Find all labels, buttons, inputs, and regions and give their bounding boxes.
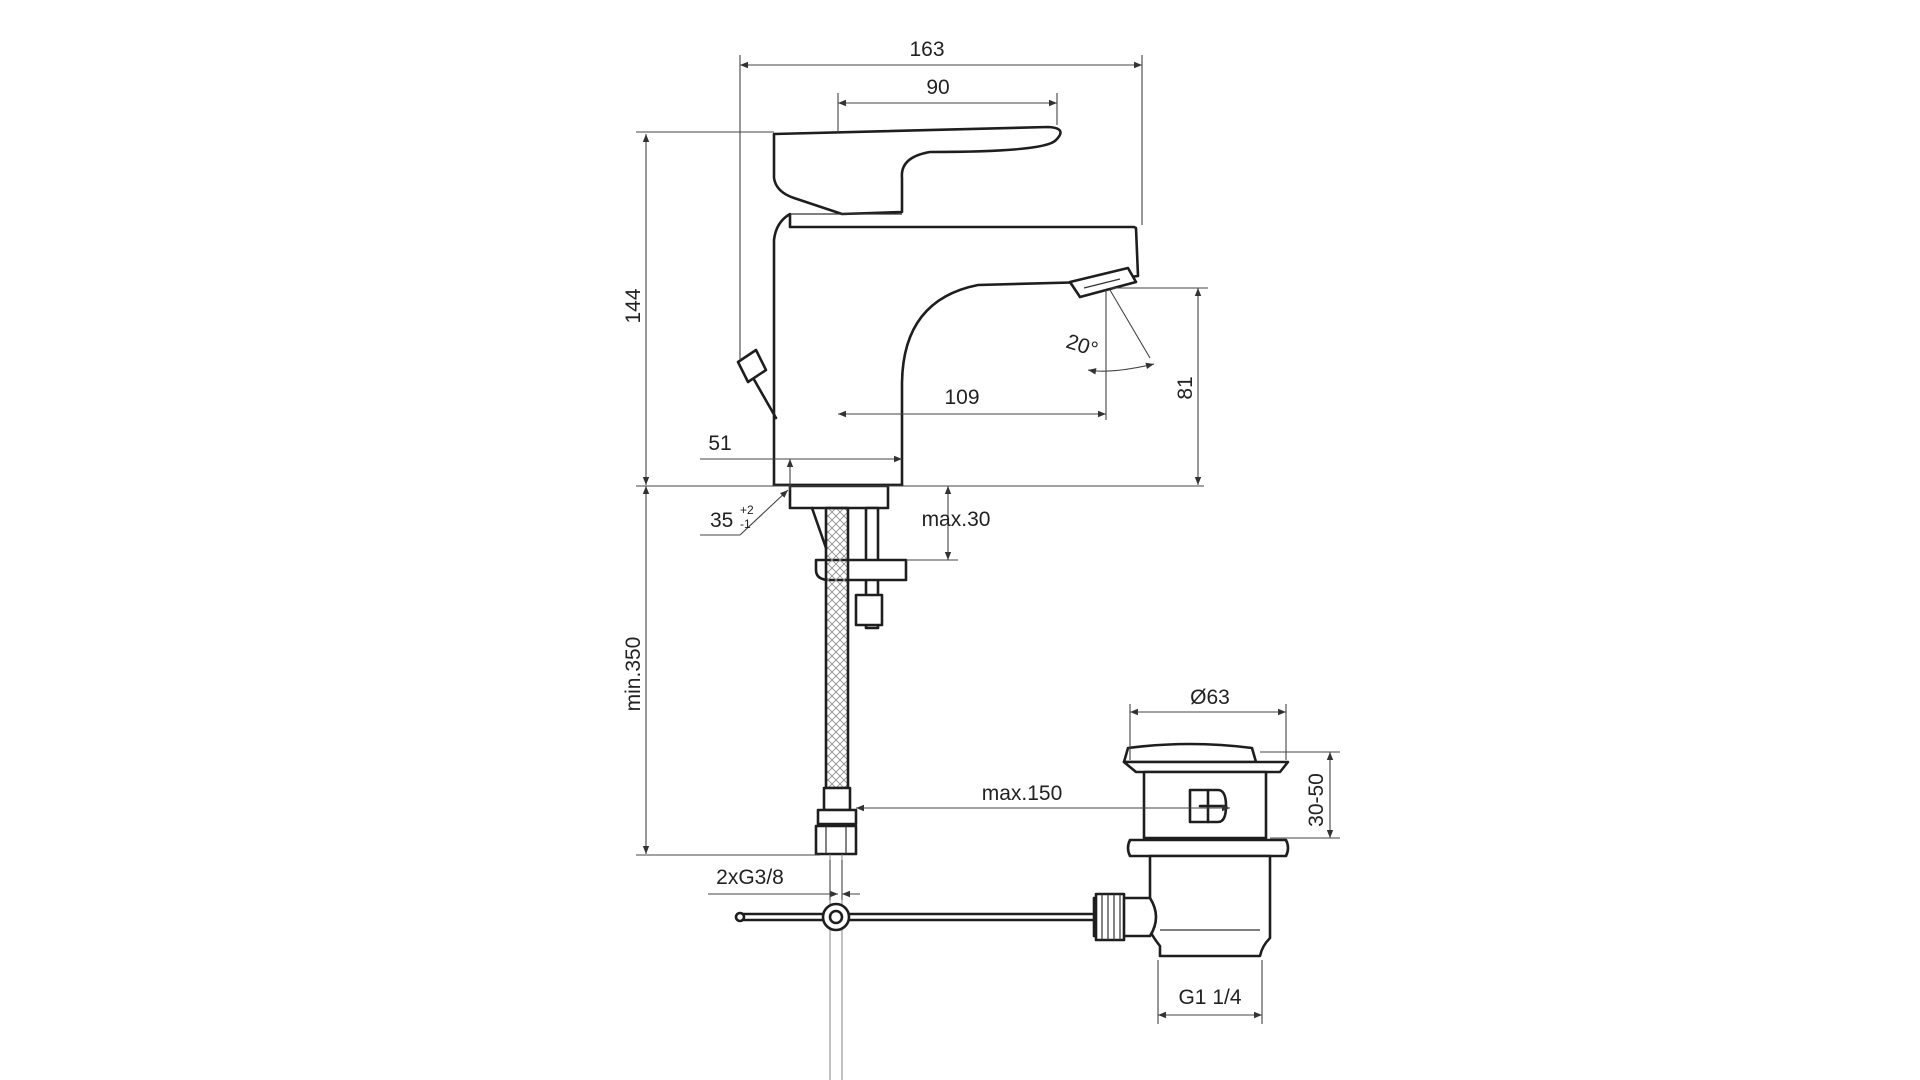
dim-deck-thickness: max.30 — [922, 508, 991, 531]
faucet-body — [736, 125, 1140, 487]
dim-overall-height: 144 — [622, 288, 645, 323]
dim-lever-length: 90 — [926, 76, 949, 99]
popup-knob — [736, 348, 768, 384]
waste-plug — [1122, 742, 1258, 764]
dim-spout-reach: 109 — [944, 386, 979, 409]
hose-connector — [816, 808, 858, 826]
dim-base-diameter: 51 — [708, 432, 731, 455]
base-flange — [788, 484, 890, 510]
waste-tail — [1148, 854, 1272, 958]
dim-hose-length: min.350 — [622, 637, 645, 712]
dim-hole-tol-plus: +2 — [740, 503, 754, 517]
faucet-spout — [772, 212, 1140, 487]
lever-handle — [772, 125, 1062, 216]
flexible-hose — [824, 506, 850, 790]
mounting-assembly — [734, 484, 1094, 1080]
dimension-labels: 163 90 144 20° 109 81 51 35 +2 -1 max.30… — [622, 38, 1328, 1009]
dim-spray-angle: 20° — [1063, 330, 1100, 362]
waste-flange-top — [1122, 760, 1290, 774]
dim-spout-height: 81 — [1174, 376, 1197, 399]
dim-hole-tol-minus: -1 — [740, 517, 751, 531]
fixing-nut — [854, 593, 884, 627]
hose-nut — [814, 824, 858, 856]
dimension-lines — [636, 55, 1340, 1024]
dim-waste-flange: Ø63 — [1190, 686, 1230, 709]
dim-waste-thread: G1 1/4 — [1178, 986, 1241, 1009]
horizontal-rod — [738, 912, 1094, 922]
waste-flange-lower — [1126, 838, 1290, 858]
aerator — [1068, 266, 1138, 299]
waste-rod-nut — [1094, 892, 1126, 942]
popup-waste — [1092, 742, 1290, 958]
dim-rod-distance: max.150 — [982, 782, 1063, 805]
dim-waste-height: 30-50 — [1305, 773, 1328, 827]
dim-overall-width: 163 — [909, 38, 944, 61]
popup-rod — [750, 374, 778, 420]
dim-hole-diameter: 35 — [710, 509, 733, 532]
dim-connection-thread: 2xG3/8 — [716, 866, 784, 889]
hose-ferrule — [822, 786, 852, 812]
rod-clamp — [821, 902, 851, 932]
